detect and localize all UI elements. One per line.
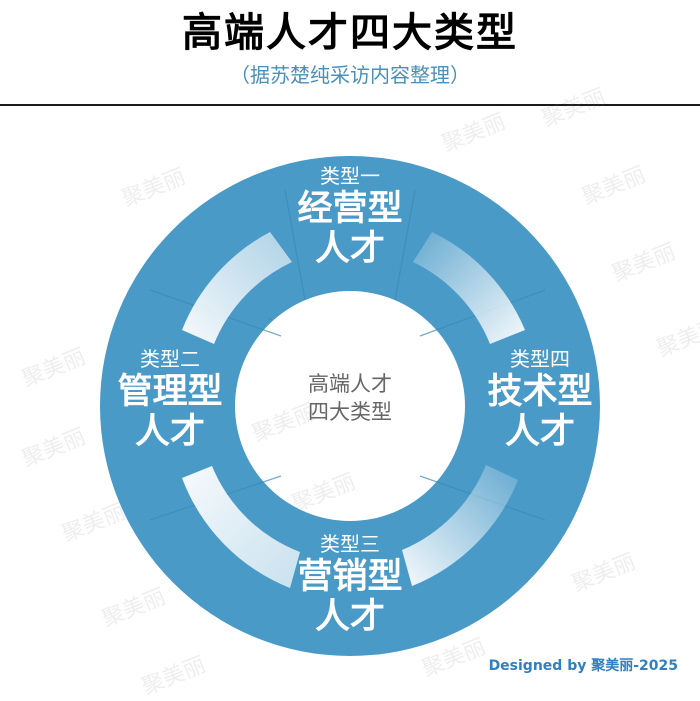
segment-bottom: 类型三 营销型 人才 <box>275 531 425 637</box>
segment-left-type: 类型二 <box>140 347 200 371</box>
ring-inner-hole <box>235 291 465 521</box>
segment-top: 类型一 经营型 人才 <box>275 163 425 269</box>
segment-bottom-name: 营销型 <box>297 557 403 597</box>
segment-right-type: 类型四 <box>510 347 570 371</box>
segment-right-name: 技术型 <box>487 372 593 412</box>
segment-left-suffix: 人才 <box>134 412 205 452</box>
page-title: 高端人才四大类型 <box>182 10 518 56</box>
center-label: 高端人才 四大类型 <box>275 370 425 426</box>
segment-left-name: 管理型 <box>117 372 223 412</box>
header-divider <box>0 104 700 106</box>
arc-accent-top-left <box>182 232 292 344</box>
segment-left: 类型二 管理型 人才 <box>95 346 245 452</box>
arc-accents <box>182 232 525 588</box>
segment-right-suffix: 人才 <box>504 412 575 452</box>
arc-accent-bottom-right <box>402 465 518 586</box>
arc-accent-top-right <box>413 232 525 344</box>
segment-right: 类型四 技术型 人才 <box>465 346 615 452</box>
segment-bottom-suffix: 人才 <box>314 597 385 637</box>
center-label-line2: 四大类型 <box>308 400 392 424</box>
page-subtitle: （据苏楚纯采访内容整理） <box>230 63 470 87</box>
designer-credit: Designed by 聚美丽-2025 <box>488 658 678 674</box>
segment-top-type: 类型一 <box>320 164 380 188</box>
segment-bottom-type: 类型三 <box>320 532 380 556</box>
arc-accent-bottom-left <box>182 466 300 588</box>
segment-top-suffix: 人才 <box>314 229 385 269</box>
center-label-line1: 高端人才 <box>308 372 392 396</box>
segment-top-name: 经营型 <box>297 189 403 229</box>
